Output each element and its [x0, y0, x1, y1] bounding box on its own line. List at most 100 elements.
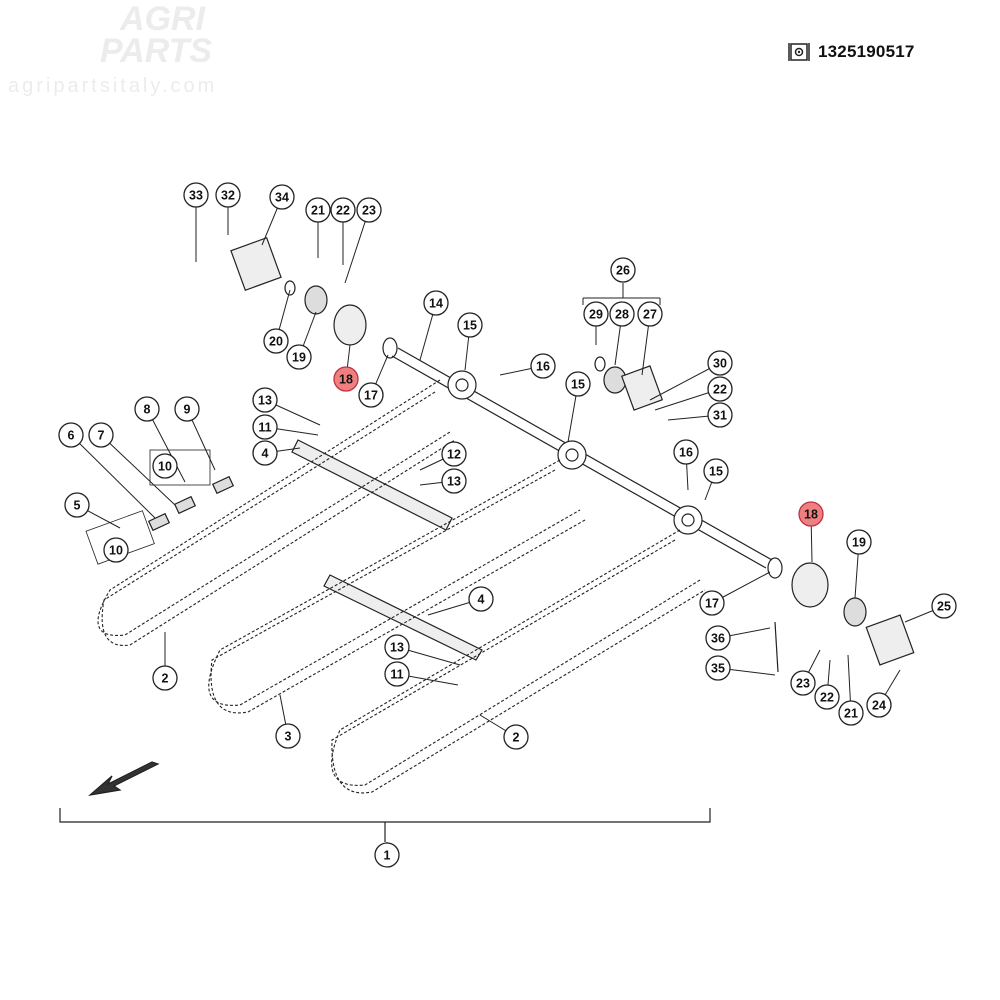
callout-part-18[interactable]: 18 — [333, 366, 359, 392]
callout-part-30[interactable]: 30 — [707, 350, 733, 376]
callout-circle — [64, 492, 90, 518]
callout-part-27[interactable]: 27 — [637, 301, 663, 327]
callout-label: 18 — [804, 508, 818, 522]
callout-part-12[interactable]: 12 — [441, 441, 467, 467]
callout-label: 25 — [937, 600, 951, 614]
callout-circle — [838, 700, 864, 726]
callout-part-18[interactable]: 18 — [798, 501, 824, 527]
callout-circle — [333, 366, 359, 392]
callout-part-22[interactable]: 22 — [707, 376, 733, 402]
callout-part-26[interactable]: 26 — [610, 257, 636, 283]
callout-circle — [610, 257, 636, 283]
callout-label: 19 — [292, 351, 306, 365]
direction-arrow-icon — [87, 761, 160, 796]
callout-label: 13 — [390, 641, 404, 655]
callout-circle — [358, 382, 384, 408]
callout-part-32[interactable]: 32 — [215, 182, 241, 208]
callout-circle — [356, 197, 382, 223]
callout-part-16[interactable]: 16 — [673, 439, 699, 465]
callout-part-22[interactable]: 22 — [330, 197, 356, 223]
callout-part-13[interactable]: 13 — [384, 634, 410, 660]
callout-part-16[interactable]: 16 — [530, 353, 556, 379]
callout-circle — [305, 197, 331, 223]
bushing — [767, 557, 783, 579]
callout-circle — [215, 182, 241, 208]
callout-circle — [866, 692, 892, 718]
callout-part-19[interactable]: 19 — [846, 529, 872, 555]
callout-part-1[interactable]: 1 — [374, 842, 400, 868]
callout-circle — [441, 441, 467, 467]
callout-part-9[interactable]: 9 — [174, 396, 200, 422]
callout-label: 21 — [844, 707, 858, 721]
callout-circle — [152, 453, 178, 479]
callout-part-29[interactable]: 29 — [583, 301, 609, 327]
callout-part-23[interactable]: 23 — [790, 670, 816, 696]
callout-label: 30 — [713, 357, 727, 371]
callout-part-25[interactable]: 25 — [931, 593, 957, 619]
callout-label: 15 — [571, 378, 585, 392]
callout-label: 2 — [162, 672, 169, 686]
guide-rail — [323, 574, 483, 661]
callout-part-34[interactable]: 34 — [269, 184, 295, 210]
callout-label: 18 — [339, 373, 353, 387]
callout-part-33[interactable]: 33 — [183, 182, 209, 208]
callout-label: 24 — [872, 699, 886, 713]
callout-part-28[interactable]: 28 — [609, 301, 635, 327]
part-number-header: 1325190517 — [788, 42, 915, 62]
callout-circle — [468, 586, 494, 612]
callout-part-8[interactable]: 8 — [134, 396, 160, 422]
callout-circle — [374, 842, 400, 868]
callout-circle — [134, 396, 160, 422]
callout-part-2[interactable]: 2 — [503, 724, 529, 750]
callout-part-14[interactable]: 14 — [423, 290, 449, 316]
bushing — [382, 337, 398, 359]
callout-part-22[interactable]: 22 — [814, 684, 840, 710]
callout-label: 13 — [258, 394, 272, 408]
callout-label: 29 — [589, 308, 603, 322]
callout-circle — [790, 670, 816, 696]
callout-circle — [583, 301, 609, 327]
leader-line — [344, 209, 370, 284]
callout-part-17[interactable]: 17 — [358, 382, 384, 408]
sprocket — [557, 440, 587, 470]
conveyor-chains — [97, 379, 706, 794]
callout-part-15[interactable]: 15 — [457, 312, 483, 338]
callout-label: 4 — [262, 447, 269, 461]
callout-label: 23 — [362, 204, 376, 218]
callout-part-17[interactable]: 17 — [699, 590, 725, 616]
callout-part-11[interactable]: 11 — [384, 661, 410, 687]
callout-part-20[interactable]: 20 — [263, 328, 289, 354]
callout-part-5[interactable]: 5 — [64, 492, 90, 518]
callout-part-3[interactable]: 3 — [275, 723, 301, 749]
chain-link — [211, 475, 235, 495]
assembly-bracket — [59, 808, 711, 842]
callout-part-31[interactable]: 31 — [707, 402, 733, 428]
callout-part-36[interactable]: 36 — [705, 625, 731, 651]
callout-part-19[interactable]: 19 — [286, 344, 312, 370]
callout-part-13[interactable]: 13 — [441, 468, 467, 494]
callout-label: 35 — [711, 662, 725, 676]
callout-circle — [457, 312, 483, 338]
callout-part-7[interactable]: 7 — [88, 422, 114, 448]
callout-circle — [699, 590, 725, 616]
callout-part-24[interactable]: 24 — [866, 692, 892, 718]
callout-part-13[interactable]: 13 — [252, 387, 278, 413]
callout-part-15[interactable]: 15 — [703, 458, 729, 484]
callout-part-35[interactable]: 35 — [705, 655, 731, 681]
callout-part-21[interactable]: 21 — [838, 700, 864, 726]
callout-part-11[interactable]: 11 — [252, 414, 278, 440]
callout-part-10[interactable]: 10 — [152, 453, 178, 479]
callout-part-21[interactable]: 21 — [305, 197, 331, 223]
part-number: 1325190517 — [818, 42, 915, 61]
callout-part-15[interactable]: 15 — [565, 371, 591, 397]
callout-part-4[interactable]: 4 — [468, 586, 494, 612]
callout-part-23[interactable]: 23 — [356, 197, 382, 223]
callout-part-6[interactable]: 6 — [58, 422, 84, 448]
callout-part-4[interactable]: 4 — [252, 440, 278, 466]
callout-label: 7 — [98, 429, 105, 443]
callout-circle — [88, 422, 114, 448]
callout-part-10[interactable]: 10 — [103, 537, 129, 563]
ring — [284, 280, 296, 296]
callout-part-2[interactable]: 2 — [152, 665, 178, 691]
